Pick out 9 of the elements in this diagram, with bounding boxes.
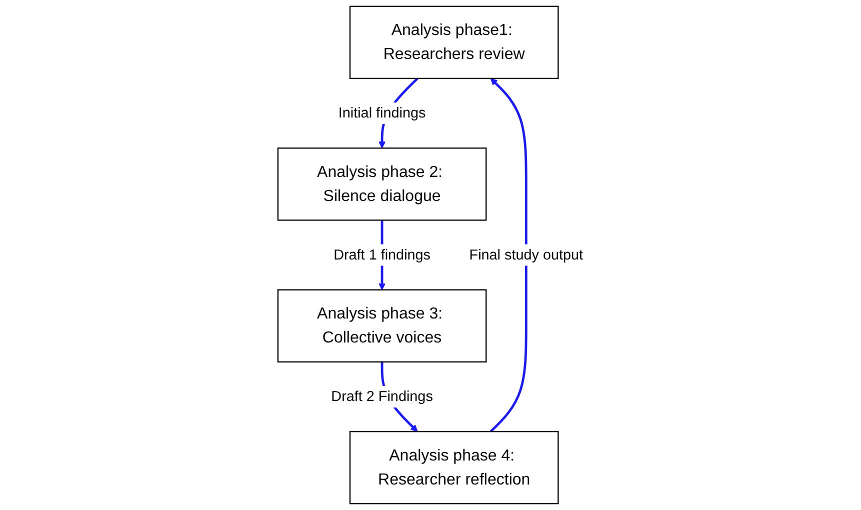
edge-label: Draft 1 findings (334, 246, 431, 263)
node-box: Analysis phase 4: Researcher reflection (349, 430, 559, 504)
node-box: Analysis phase 3: Collective voices (277, 289, 487, 362)
arrow (490, 78, 528, 432)
node-box: Analysis phase1: Researchers review (349, 6, 559, 80)
edge-label: Initial findings (338, 104, 426, 121)
node-box: Analysis phase 2: Silence dialogue (277, 148, 487, 221)
edge-label: Final study output (469, 246, 584, 263)
edge-label: Draft 2 Findings (331, 388, 433, 404)
